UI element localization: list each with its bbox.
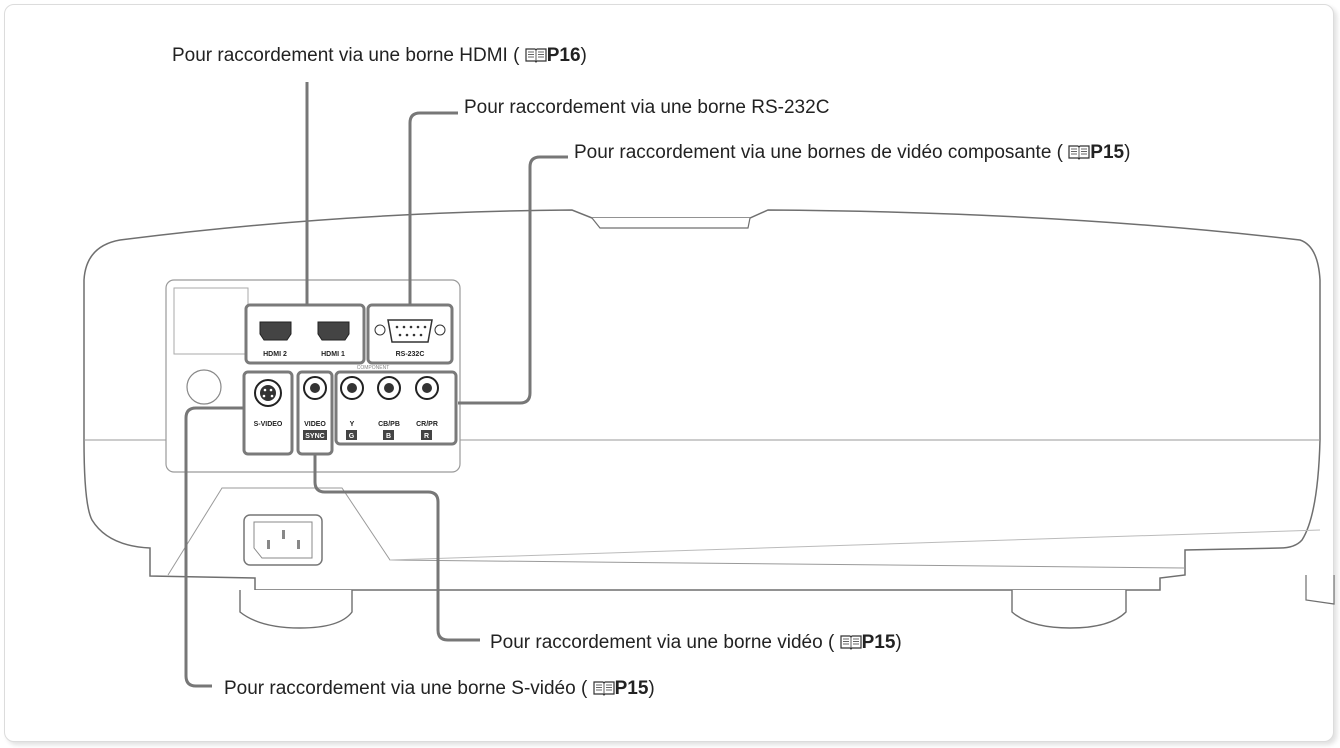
svideo-leader: [184, 406, 244, 688]
book-icon: [1068, 145, 1090, 160]
sync-label: SYNC: [305, 433, 324, 440]
right-corner-tab: [1305, 575, 1335, 605]
lower-panel: [167, 487, 1186, 576]
svideo-label: S-VIDEO: [254, 421, 283, 428]
book-icon: [592, 681, 615, 696]
left-foot: [239, 590, 353, 629]
callout-video: Pour raccordement via une borne vidéo ( …: [490, 632, 902, 653]
hdmi2-label: HDMI 2: [263, 351, 287, 358]
rs232-port: [387, 319, 433, 343]
hdmi-group: [244, 303, 366, 365]
hdmi-page-ref: P16: [546, 45, 581, 66]
component-leader: [458, 155, 568, 405]
right-foot: [1011, 590, 1127, 629]
rs232-screw-right: [434, 324, 446, 336]
panel-knob: [186, 369, 222, 405]
callout-svideo: Pour raccordement via une borne S-vidéo …: [224, 678, 655, 699]
r-badge: [421, 430, 432, 440]
hdmi1-port: [317, 321, 350, 341]
callout-rs232: Pour raccordement via une borne RS-232C: [464, 97, 830, 118]
r-label: R: [424, 433, 429, 440]
power-inlet-socket: [253, 521, 313, 559]
video-page-ref: P15: [861, 632, 896, 653]
cb-label: CB/PB: [378, 421, 400, 428]
lower-panel-edge: [389, 529, 1321, 561]
g-badge: [346, 430, 357, 440]
callout-component: Pour raccordement via une bornes de vidé…: [574, 142, 1131, 163]
leader-lines: [184, 82, 568, 688]
video-label: VIDEO: [304, 421, 326, 428]
b-label: B: [386, 433, 391, 440]
svideo-page-ref: P15: [614, 678, 649, 699]
y-label: Y: [350, 421, 355, 428]
book-icon: [525, 48, 547, 63]
component-page-ref: P15: [1090, 142, 1125, 163]
b-badge: [383, 430, 394, 440]
rs232-screw-left: [374, 324, 386, 336]
cr-label: CR/PR: [416, 421, 438, 428]
video-leader: [313, 455, 480, 642]
top-tab: [591, 217, 751, 229]
hdmi2-port: [259, 321, 292, 341]
rs232-label: RS-232C: [396, 351, 425, 358]
rs232-leader: [408, 111, 458, 305]
g-label: G: [349, 433, 355, 440]
callout-hdmi: Pour raccordement via une borne HDMI ( P…: [172, 45, 587, 66]
hdmi1-label: HDMI 1: [321, 351, 345, 358]
rs232-pins: [395, 325, 427, 337]
book-icon: [839, 635, 862, 650]
component-label: COMPONENT: [357, 365, 390, 371]
sync-badge: [303, 430, 327, 440]
